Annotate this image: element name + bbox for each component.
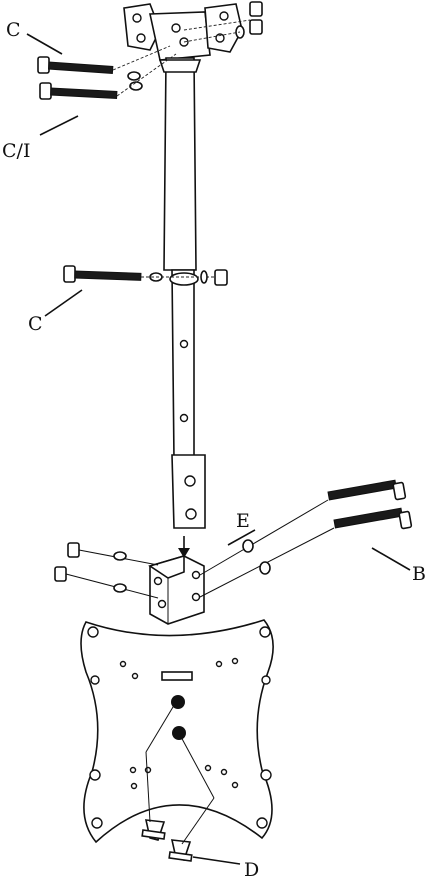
- bolts-b: [199, 479, 413, 598]
- screws-d: [141, 701, 215, 862]
- label-d: D: [244, 859, 259, 879]
- left-bolts: [54, 542, 159, 599]
- label-e: E: [236, 510, 250, 532]
- bolt-c-middle: [63, 265, 228, 286]
- lower-pole: [169, 269, 199, 461]
- vesa-plate: [80, 619, 274, 844]
- leader-lines: [26, 33, 411, 865]
- label-b: B: [412, 563, 426, 585]
- pole-end-sleeve: [171, 454, 206, 529]
- bolt-c-i: [39, 53, 177, 100]
- tilt-bracket: [148, 536, 205, 625]
- ceiling-bracket: [123, 3, 243, 61]
- label-c-middle: C: [28, 313, 43, 335]
- upper-pole: [158, 57, 202, 271]
- bolt-c-top: [37, 45, 171, 81]
- top-hardware: [183, 1, 263, 43]
- label-c-top: C: [6, 19, 21, 41]
- label-c-i: C/I: [2, 140, 30, 162]
